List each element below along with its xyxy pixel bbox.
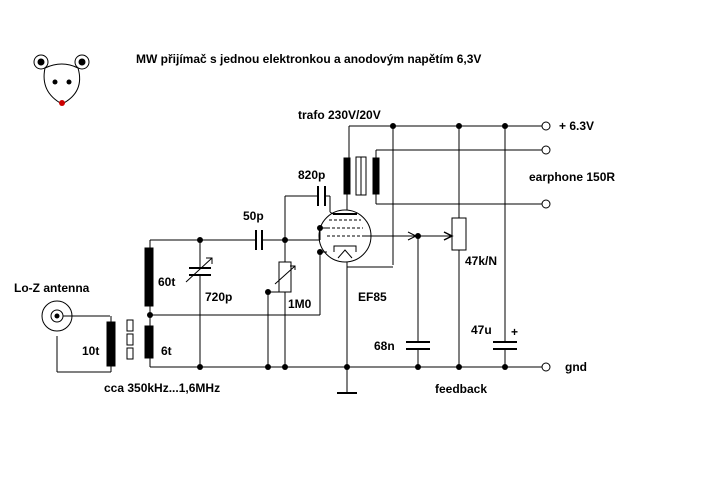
label-c50: 50p (243, 209, 264, 223)
label-coil6: 6t (161, 344, 172, 358)
junction-dot-icon (147, 123, 508, 370)
transformer-icon (343, 156, 380, 196)
label-range: cca 350kHz...1,6MHz (104, 381, 221, 395)
label-r1m: 1M0 (288, 297, 312, 311)
label-supply: + 6.3V (559, 119, 595, 133)
diagram-title: MW přijímač s jednou elektronkou a anodo… (136, 52, 482, 66)
label-c720: 720p (205, 290, 233, 304)
label-pot: 47k/N (465, 254, 498, 268)
coax-connector-icon (41, 300, 75, 332)
label-c820: 820p (298, 168, 326, 182)
label-c47: 47u (471, 323, 492, 337)
label-tube: EF85 (358, 290, 387, 304)
label-earphone: earphone 150R (529, 170, 616, 184)
terminal-icon (541, 121, 551, 372)
label-coil10: 10t (82, 344, 100, 358)
label-feedback: feedback (435, 382, 488, 396)
mouse-logo-icon (33, 54, 90, 106)
label-trafo: trafo 230V/20V (298, 108, 381, 122)
label-coil60: 60t (158, 275, 176, 289)
tube-ef85-icon (318, 209, 372, 263)
label-gnd: gnd (565, 360, 587, 374)
label-antenna: Lo-Z antenna (14, 281, 90, 295)
label-plus: + (511, 325, 519, 339)
label-c68: 68n (374, 339, 395, 353)
